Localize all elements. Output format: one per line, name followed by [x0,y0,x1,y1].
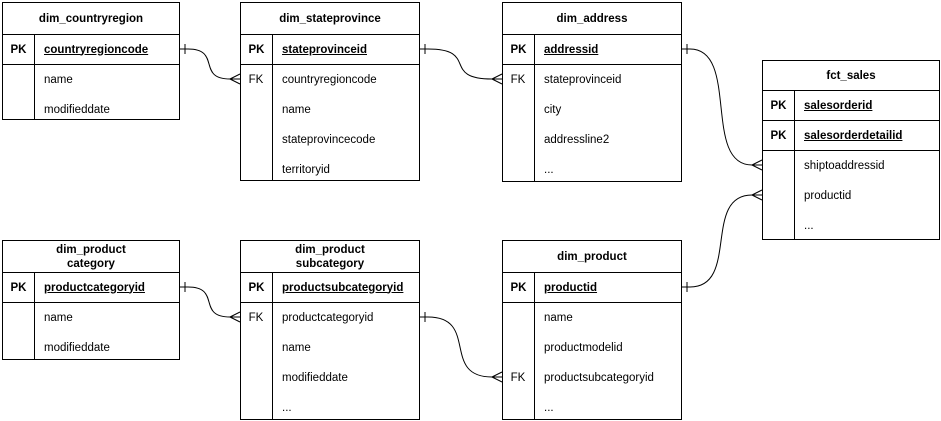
attribute-fields: name productmodelid productsubcategoryid..… [535,303,681,419]
attribute-name: stateprovinceid [282,43,367,56]
attribute-body-dim_address: FK stateprovinceid city addressline2... [503,65,681,181]
attribute-row-dim_product-productid[interactable]: PK productid [503,273,681,303]
attribute-row-fct_sales-moremoremore[interactable]: ... [804,220,814,232]
attribute-row-dim_productsubcategory-productcategoryid[interactable]: productcategoryid [282,312,374,324]
attribute-row-dim_address-moremoremore[interactable]: ... [544,164,554,176]
attribute-row-dim_product-productsubcategoryid[interactable]: productsubcategoryid [544,372,654,384]
key-badge-pk: PK [241,273,273,302]
attribute-name: productsubcategoryid [282,281,404,294]
attribute-fields: name modifieddate [35,65,179,119]
key-badge-fk: FK [241,65,273,180]
entity-title-dim_address: dim_address [503,3,681,35]
entity-title-dim_product: dim_product [503,241,681,273]
key-badge-pk: PK [241,35,273,64]
attribute-row-dim_stateprovince-stateprovinceid[interactable]: PK stateprovinceid [241,35,419,65]
attribute-row-dim_stateprovince-stateprovincecode[interactable]: stateprovincecode [282,134,376,146]
entity-title-dim_countryregion: dim_countryregion [3,3,179,35]
key-badge-fk: FK [503,303,535,419]
attribute-body-fct_sales: shiptoaddressid productid... [763,151,939,239]
many-symbol-productcategory-to-subcategory [229,311,241,323]
attribute-name: salesorderdetailid [804,129,903,142]
many-symbol-subcategory-to-product [491,371,503,383]
attribute-name: productid [544,281,598,294]
attribute-row-dim_address-city[interactable]: city [544,104,562,116]
attribute-row-fct_sales-salesorderdetailid[interactable]: PK salesorderdetailid [763,121,939,151]
connector-countryregion-to-stateprovince [187,48,231,80]
attribute-body-dim_stateprovince: FK countryregioncode name stateprovincecode… [241,65,419,180]
attribute-row-dim_product-productmodelid[interactable]: productmodelid [544,342,623,354]
key-badge-fk: FK [503,65,535,181]
attribute-name: addressid [544,43,599,56]
attribute-row-fct_sales-shiptoaddressid[interactable]: shiptoaddressid [804,160,885,172]
key-column-empty [3,65,35,119]
attribute-name: salesorderid [804,99,873,112]
attribute-row-dim_stateprovince-countryregioncode[interactable]: countryregioncode [282,74,377,86]
entity-title-dim_stateprovince: dim_stateprovince [241,3,419,35]
attribute-body-dim_productcategory: name modifieddate [3,303,179,359]
many-symbol-stateprovince-to-address [491,73,503,85]
key-badge-pk: PK [763,121,795,150]
attribute-row-dim_countryregion-countryregioncode[interactable]: PK countryregioncode [3,35,179,65]
attribute-row-dim_product-moremoremore[interactable]: ... [544,402,554,414]
key-column-empty [3,303,35,359]
attribute-row-dim_countryregion-name[interactable]: name [44,74,73,86]
attribute-row-dim_address-stateprovinceid[interactable]: stateprovinceid [544,74,622,86]
connector-stateprovince-to-address [427,48,493,80]
attribute-row-dim_stateprovince-territoryid[interactable]: territoryid [282,164,330,176]
attribute-row-dim_productsubcategory-name[interactable]: name [282,342,311,354]
attribute-fields: name modifieddate [35,303,179,359]
entity-title-dim_productcategory: dim_product category [3,241,179,273]
attribute-row-dim_productsubcategory-moremoremore[interactable]: ... [282,402,292,414]
many-symbol-product-to-fctsales [751,189,763,201]
connector-product-to-fctsales [689,194,753,288]
connector-productcategory-to-subcategory [187,286,231,318]
many-symbol-countryregion-to-stateprovince [229,73,241,85]
attribute-body-dim_product: FK name productmodelid productsubcategoryid… [503,303,681,419]
attribute-fields: shiptoaddressid productid... [795,151,939,239]
connector-subcategory-to-product [427,316,493,378]
attribute-row-dim_productcategory-productcategoryid[interactable]: PK productcategoryid [3,273,179,303]
attribute-row-dim_address-addressline2[interactable]: addressline2 [544,134,610,146]
attribute-row-dim_productcategory-name[interactable]: name [44,312,73,324]
attribute-row-dim_product-name[interactable]: name [544,312,573,324]
attribute-body-dim_productsubcategory: FK productcategoryid name modifieddate... [241,303,419,419]
attribute-row-dim_productcategory-modifieddate[interactable]: modifieddate [44,342,110,354]
attribute-name: productcategoryid [44,281,145,294]
attribute-fields: stateprovinceid city addressline2... [535,65,681,181]
entity-title-dim_productsubcategory: dim_product subcategory [241,241,419,273]
attribute-row-dim_productsubcategory-modifieddate[interactable]: modifieddate [282,372,348,384]
attribute-row-fct_sales-productid[interactable]: productid [804,190,852,202]
key-badge-pk: PK [503,35,535,64]
attribute-body-dim_countryregion: name modifieddate [3,65,179,119]
key-badge-pk: PK [3,273,35,302]
key-badge-fk: FK [241,303,273,419]
attribute-name: countryregioncode [44,43,149,56]
key-badge-pk: PK [503,273,535,302]
attribute-row-dim_address-addressid[interactable]: PK addressid [503,35,681,65]
attribute-row-fct_sales-salesorderid[interactable]: PK salesorderid [763,91,939,121]
key-badge-pk: PK [3,35,35,64]
attribute-fields: countryregioncode name stateprovincecode te… [273,65,419,180]
entity-title-fct_sales: fct_sales [763,61,939,91]
attribute-row-dim_stateprovince-name[interactable]: name [282,104,311,116]
key-badge-pk: PK [763,91,795,120]
attribute-row-dim_countryregion-modifieddate[interactable]: modifieddate [44,104,110,116]
many-symbol-address-to-fctsales [751,159,763,171]
attribute-fields: productcategoryid name modifieddate... [273,303,419,419]
attribute-row-dim_productsubcategory-productsubcategoryid[interactable]: PK productsubcategoryid [241,273,419,303]
key-column-empty [763,151,795,239]
connector-address-to-fctsales [689,48,753,166]
